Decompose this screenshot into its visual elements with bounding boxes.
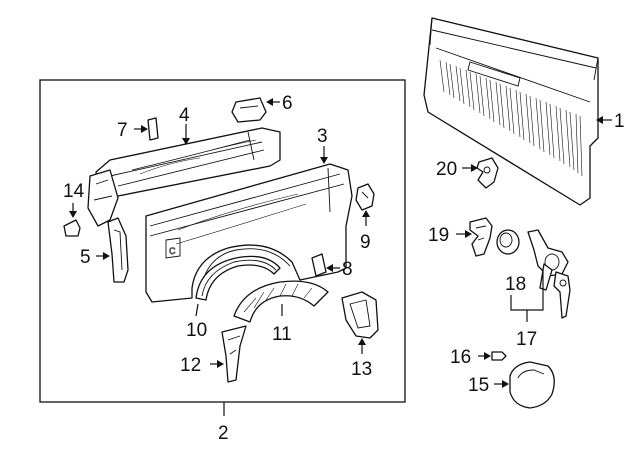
arrow-3 — [320, 157, 328, 164]
arrow-4 — [182, 138, 190, 145]
stake-pocket-cap-part[interactable] — [231, 97, 267, 123]
svg-text:C: C — [169, 246, 176, 256]
arrow-13 — [358, 338, 366, 345]
small-clip-part[interactable] — [147, 117, 159, 141]
callout-9: 9 — [360, 232, 371, 253]
callout-13: 13 — [351, 359, 372, 380]
wheel-arch-trim-part[interactable] — [195, 255, 281, 301]
callout-19: 19 — [428, 225, 449, 246]
arrow-19 — [465, 230, 472, 238]
arrow-6 — [266, 98, 273, 106]
arrow-8 — [326, 264, 333, 272]
bed-assembly-frame — [39, 79, 406, 403]
fastener-part[interactable] — [491, 351, 507, 361]
rear-insulator-part[interactable] — [341, 291, 379, 339]
callout-16: 16 — [450, 347, 471, 368]
arrow-14 — [69, 211, 77, 218]
arrow-16 — [484, 352, 491, 360]
callout-15: 15 — [468, 375, 489, 396]
lock-cylinder-keys-part[interactable] — [527, 229, 571, 319]
arrow-12 — [217, 360, 224, 368]
rear-bracket-part[interactable] — [355, 183, 375, 211]
callout-18: 18 — [505, 274, 526, 295]
callout-8: 8 — [342, 259, 353, 280]
callout-17: 17 — [516, 329, 537, 350]
callout-7: 7 — [117, 120, 128, 141]
callout-14: 14 — [63, 181, 85, 202]
callout-10: 10 — [186, 320, 207, 341]
arrow-20 — [471, 164, 478, 172]
arrow-1 — [596, 116, 603, 124]
inner-brace-part[interactable] — [107, 217, 129, 283]
callout-1: 1 — [614, 111, 625, 132]
arrow-5 — [103, 252, 110, 260]
wheel-housing-liner-part[interactable] — [233, 280, 329, 323]
callout-6: 6 — [282, 93, 293, 114]
callout-3: 3 — [317, 126, 328, 147]
mud-guard-part[interactable] — [221, 325, 247, 383]
callout-12: 12 — [180, 355, 201, 376]
arrow-9 — [362, 210, 370, 217]
small-bracket-part[interactable] — [311, 253, 327, 277]
arrow-15 — [502, 380, 509, 388]
leader-17-bracket — [510, 270, 544, 322]
tailgate-part[interactable] — [423, 17, 599, 206]
callout-2: 2 — [218, 423, 229, 444]
handle-cover-part[interactable] — [509, 361, 555, 409]
latch-clip-part[interactable] — [469, 217, 493, 257]
callout-4: 4 — [179, 105, 190, 126]
front-corner-panel-part[interactable] — [87, 169, 119, 227]
lock-cylinder-cap-part[interactable] — [496, 229, 520, 255]
callout-5: 5 — [80, 247, 91, 268]
callout-11: 11 — [272, 324, 292, 345]
right-side-panel-part[interactable]: C — [145, 163, 353, 303]
corner-bracket-part[interactable] — [63, 219, 81, 237]
leader-10 — [195, 303, 199, 317]
hinge-bracket-part[interactable] — [476, 157, 499, 189]
arrow-7 — [141, 125, 148, 133]
callout-20: 20 — [436, 159, 457, 180]
